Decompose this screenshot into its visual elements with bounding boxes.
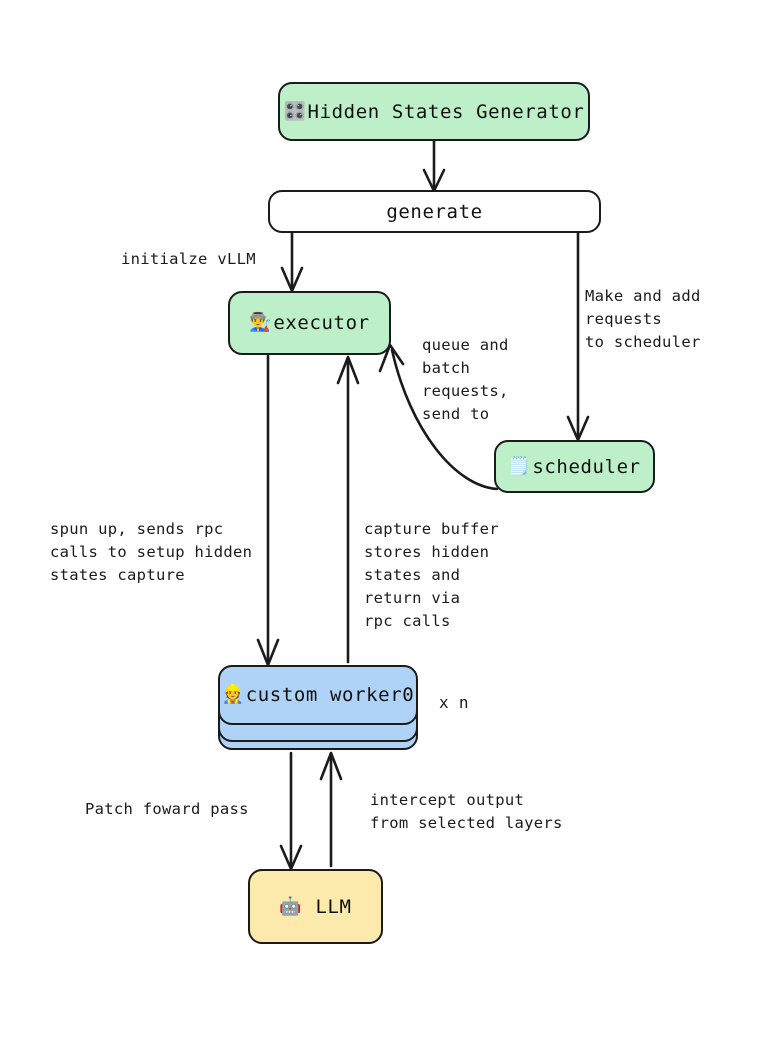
edge-worker-to-executor	[336, 355, 360, 664]
edge-label-capture-buffer: capture buffer stores hidden states and …	[364, 520, 499, 630]
edge-worker-to-llm	[279, 751, 303, 871]
factory-worker-icon: 👨‍🏭	[249, 312, 273, 333]
edge-label-make-and-add-requests: Make and add requests to scheduler	[585, 287, 701, 351]
node-custom-worker0[interactable]: 👷custom worker0	[218, 665, 418, 725]
node-scheduler[interactable]: 🗒️scheduler	[494, 440, 655, 493]
spiral-notepad-icon: 🗒️	[508, 455, 532, 477]
node-generate[interactable]: generate	[268, 190, 601, 233]
node-hidden-states-generator[interactable]: 🎛️Hidden States Generator	[278, 82, 590, 141]
label-worker-multiplicity: x n	[439, 693, 469, 712]
construction-worker-icon: 👷	[221, 684, 245, 705]
edge-llm-to-worker	[319, 751, 343, 868]
edge-label-initialize-vllm: initialze vLLM	[121, 250, 256, 268]
robot-icon: 🤖	[279, 895, 303, 917]
node-llm[interactable]: 🤖 LLM	[248, 869, 383, 944]
node-custom-worker0-label: custom worker0	[245, 684, 415, 706]
node-hidden-states-generator-label: Hidden States Generator	[307, 100, 585, 123]
node-executor[interactable]: 👨‍🏭executor	[228, 291, 391, 355]
node-scheduler-label: scheduler	[532, 455, 641, 478]
node-llm-label: LLM	[315, 895, 352, 918]
edge-label-patch-forward-pass: Patch foward pass	[85, 800, 249, 818]
node-executor-label: executor	[273, 312, 370, 334]
edge-label-intercept-output: intercept output from selected layers	[370, 791, 563, 832]
edge-label-spun-up-rpc: spun up, sends rpc calls to setup hidden…	[50, 520, 253, 584]
edge-hsg-to-generate	[422, 139, 446, 193]
node-generate-label: generate	[386, 200, 483, 223]
control-knobs-icon: 🎛️	[283, 100, 307, 122]
edge-executor-to-worker	[256, 354, 280, 667]
edge-generate-to-executor	[280, 231, 304, 293]
edge-label-queue-and-batch: queue and batch requests, send to	[422, 336, 509, 423]
